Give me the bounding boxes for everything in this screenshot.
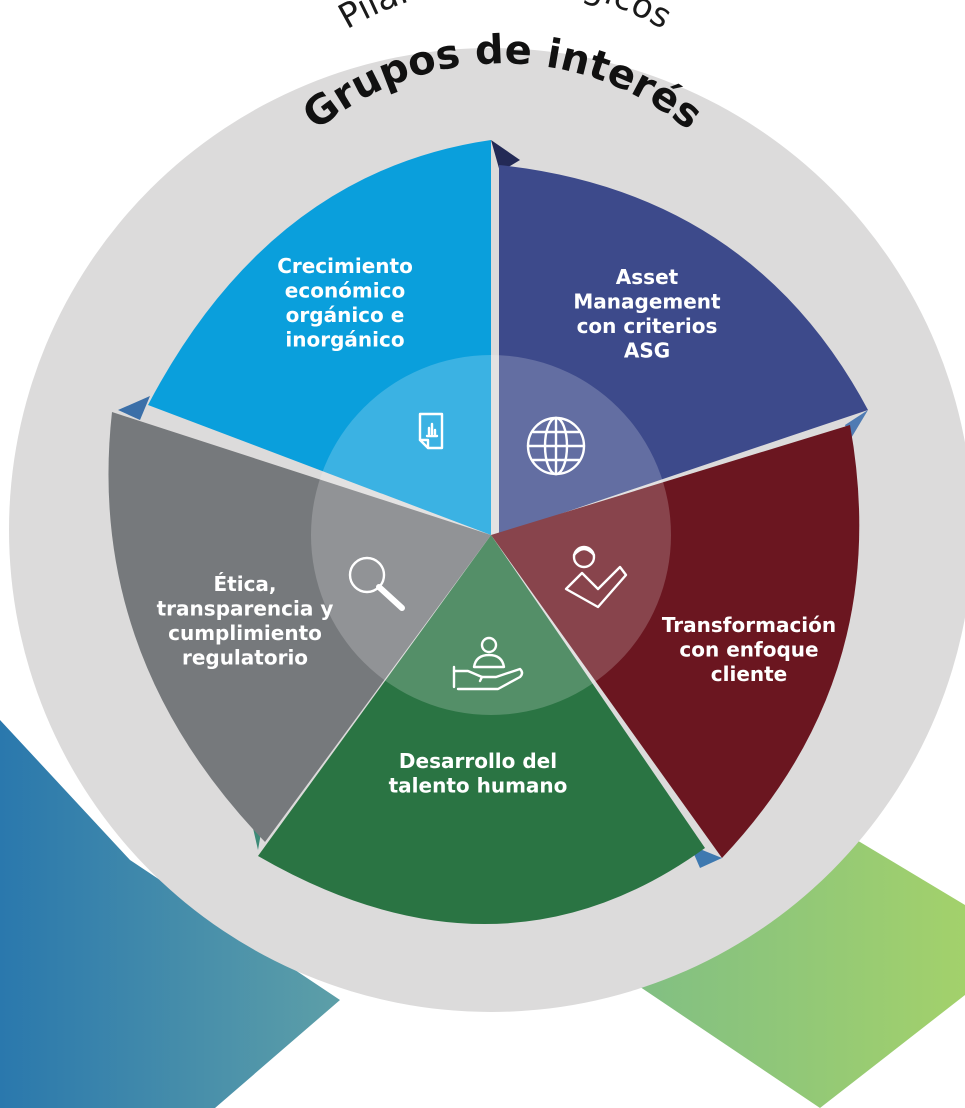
- globe-icon: [526, 416, 586, 476]
- outer-ring-title: Pilares estratégicos: [332, 0, 678, 37]
- pillar-label-line: Desarrollo del: [399, 749, 557, 773]
- pillar-segments: [108, 140, 868, 925]
- pillar-label-line: cliente: [711, 662, 788, 686]
- pillar-segment: [499, 165, 868, 535]
- pillar-label-line: inorgánico: [285, 328, 404, 352]
- pillar-label-line: Ética,: [213, 572, 276, 596]
- pillar-label-line: Management: [573, 290, 721, 314]
- pillar-segment: [258, 535, 705, 925]
- pillar-label-line: Crecimiento: [277, 254, 413, 278]
- pillar-label-line: con enfoque: [679, 638, 818, 662]
- ribbon-left: [0, 720, 340, 1108]
- segment-edge-accent: [118, 396, 150, 420]
- pillar-label-line: regulatorio: [182, 646, 308, 670]
- pillar-label-line: cumplimiento: [168, 621, 322, 645]
- pillar-segment: [491, 425, 860, 858]
- pillar-label-line: transparencia y: [157, 597, 334, 621]
- pillar-label-line: Asset: [616, 265, 679, 289]
- pillar-label-line: talento humano: [389, 774, 568, 798]
- pillar-label-line: con criterios: [577, 314, 718, 338]
- pillar-segment: [108, 412, 491, 842]
- magnifier-icon: [348, 556, 405, 611]
- pillar-label-line: económico: [285, 279, 405, 303]
- pillar-label-line: ASG: [624, 339, 670, 363]
- customer-service-icon: [564, 545, 628, 609]
- hand-care-icon: [452, 636, 524, 691]
- segment-edge-accent: [491, 140, 520, 172]
- ribbon-right: [600, 800, 965, 1108]
- pillar-label-line: orgánico e: [286, 303, 405, 327]
- pillar-segment: [148, 140, 491, 535]
- center-hub: [311, 355, 671, 715]
- pillar-label-line: Transformación: [662, 613, 836, 637]
- report-chart-icon: [418, 412, 444, 450]
